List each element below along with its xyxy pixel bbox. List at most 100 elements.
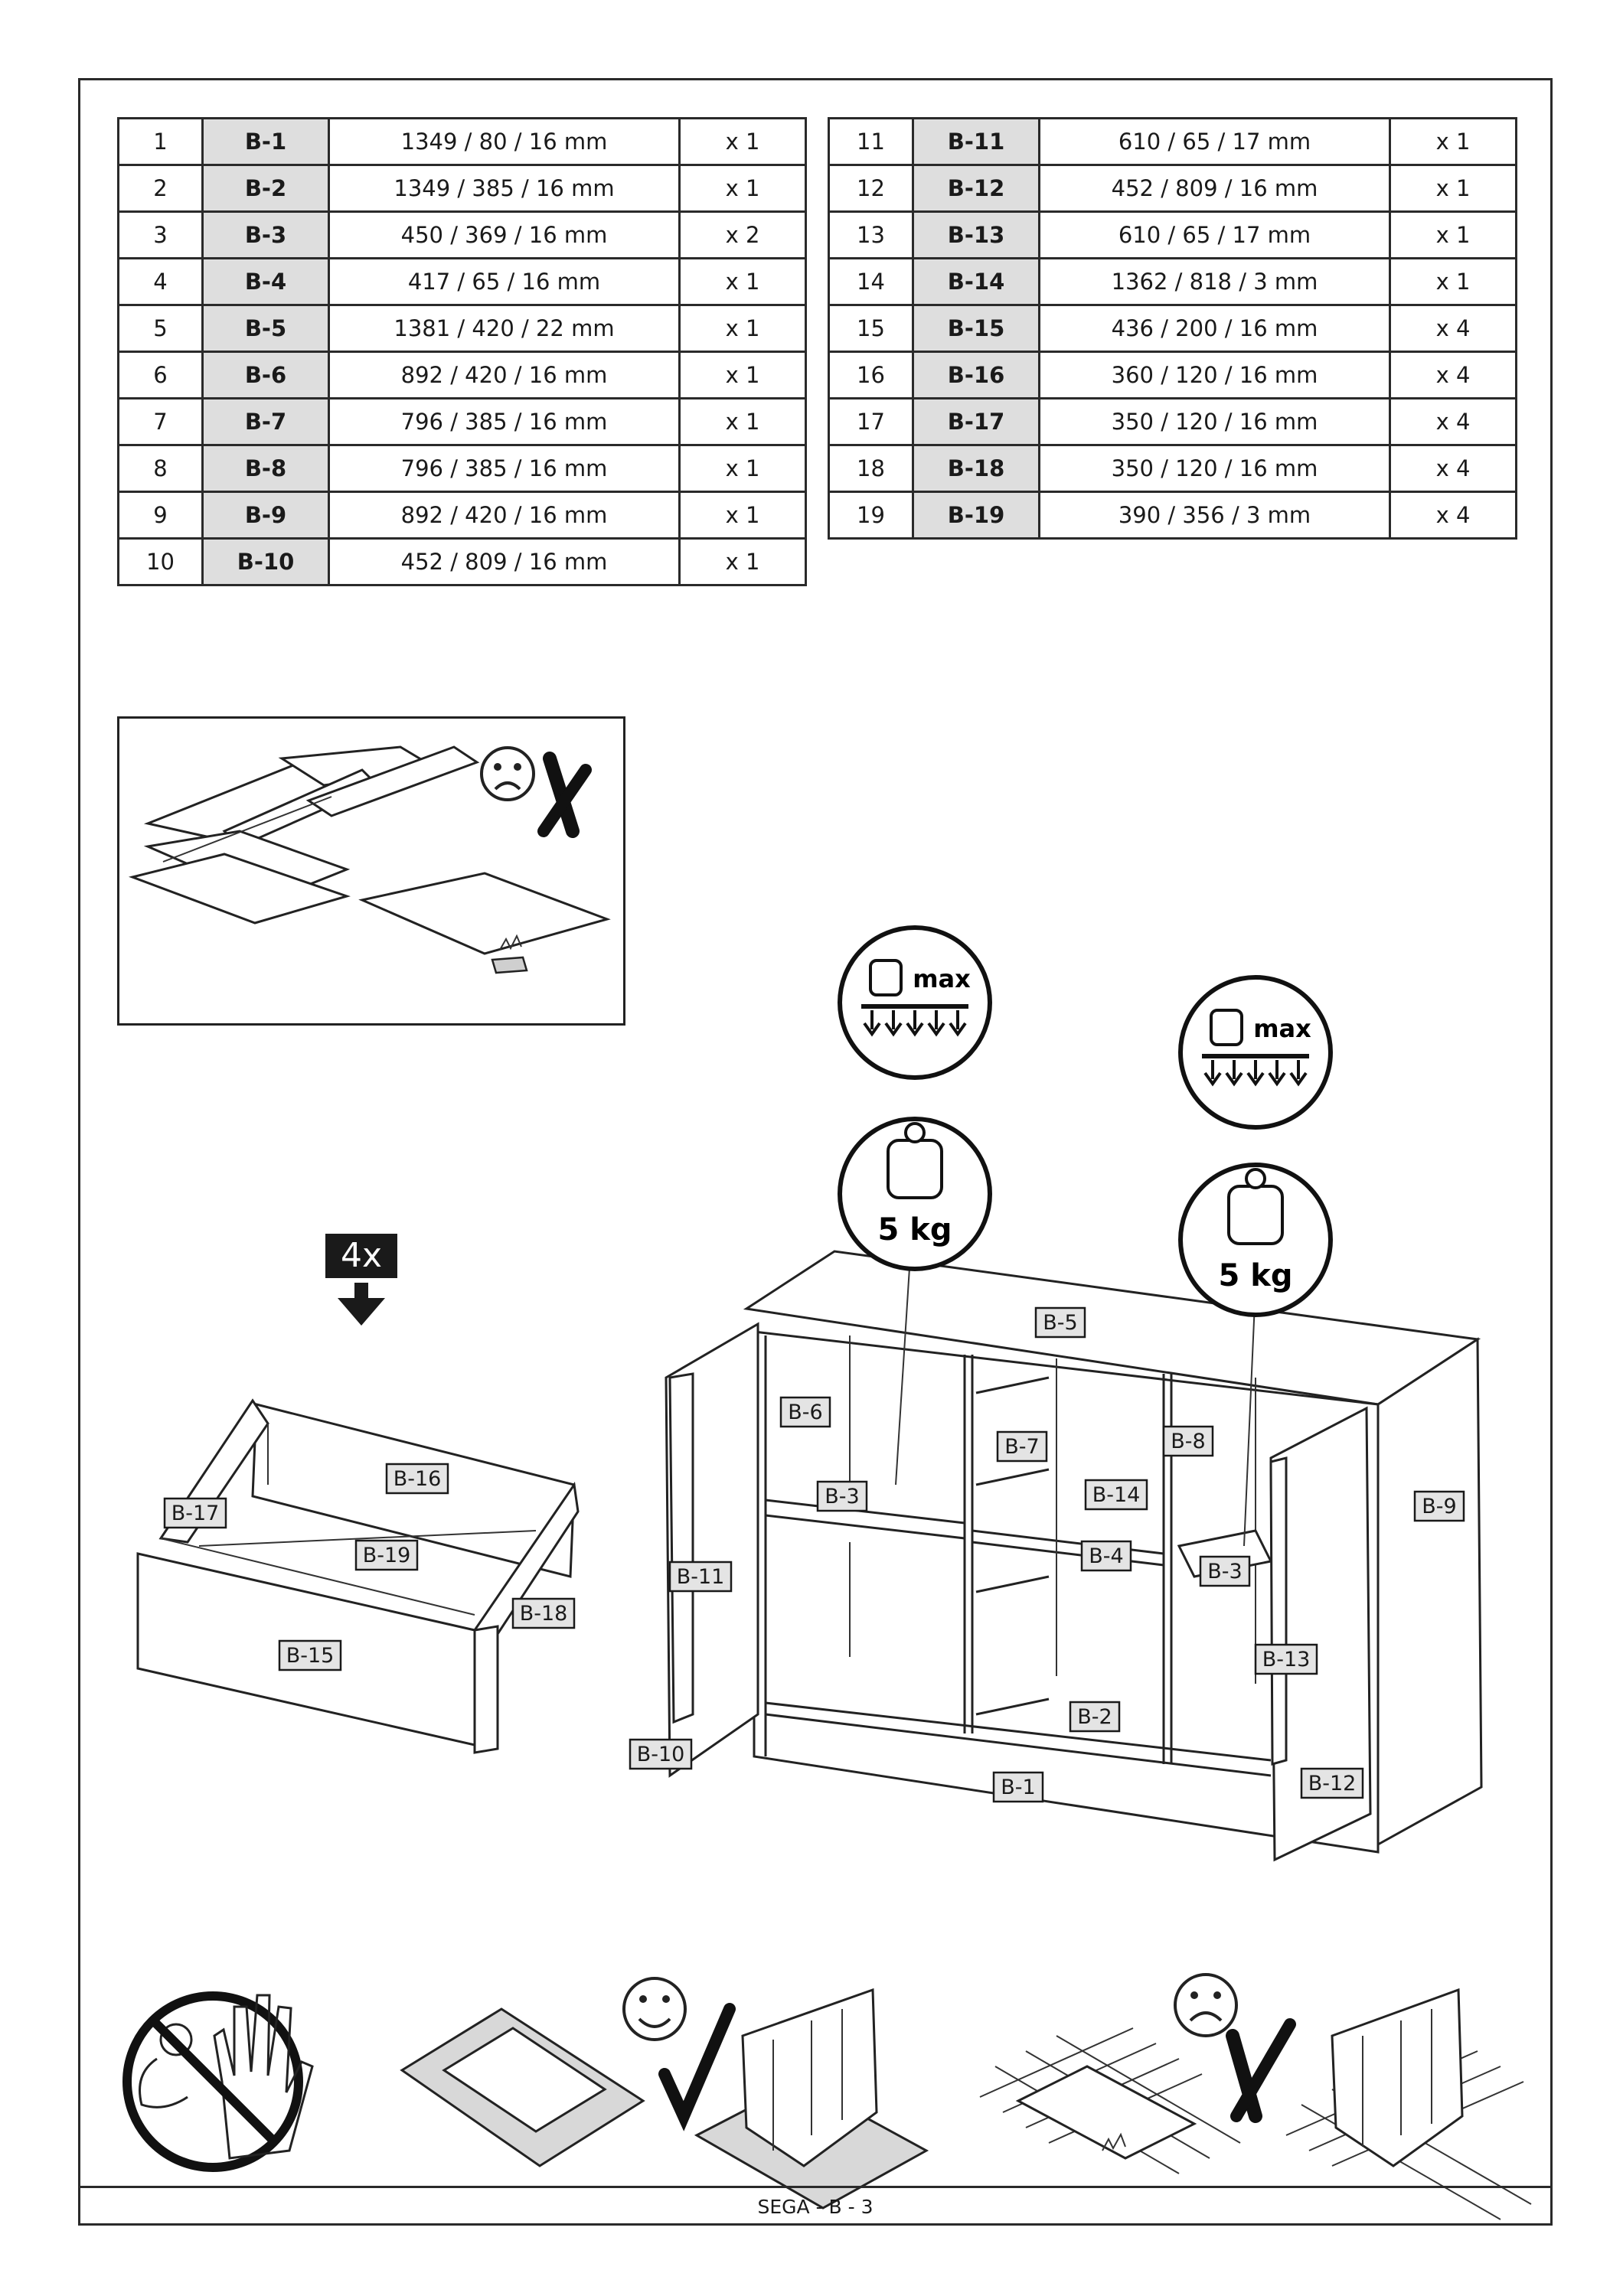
part-label-b-2: B-2 xyxy=(1069,1701,1121,1733)
part-label-b-4: B-4 xyxy=(1080,1540,1132,1572)
part-code: B-1 xyxy=(201,117,330,166)
part-label-b-9: B-9 xyxy=(1413,1490,1465,1522)
part-label-b-3: B-3 xyxy=(1199,1555,1251,1587)
part-dimensions: 390 / 356 / 3 mm xyxy=(1038,491,1391,540)
part-number: 3 xyxy=(117,210,204,259)
part-label-b-17: B-17 xyxy=(163,1497,227,1529)
part-code: B-2 xyxy=(201,164,330,213)
weight-limit-icon: 5 kg xyxy=(1178,1163,1333,1317)
svg-text:5 kg: 5 kg xyxy=(878,1212,952,1247)
weight-limit-icon: 5 kg xyxy=(838,1117,992,1271)
part-label-b-16: B-16 xyxy=(385,1463,449,1495)
svg-text:B-7: B-7 xyxy=(1004,1435,1039,1459)
left-door xyxy=(665,1322,759,1778)
part-code: B-13 xyxy=(912,210,1040,259)
svg-text:B-19: B-19 xyxy=(363,1544,411,1567)
part-number: 19 xyxy=(828,491,914,540)
part-code: B-16 xyxy=(912,351,1040,400)
svg-text:B-17: B-17 xyxy=(171,1502,220,1525)
down-arrow-icon xyxy=(338,1283,385,1326)
soft-surface-correct-illustration xyxy=(400,1988,929,2210)
svg-text:B-14: B-14 xyxy=(1092,1483,1141,1507)
part-quantity: x 4 xyxy=(1389,351,1517,400)
part-label-b-7: B-7 xyxy=(996,1430,1048,1463)
part-number: 13 xyxy=(828,210,914,259)
footer-divider xyxy=(78,2186,1553,2188)
part-quantity: x 1 xyxy=(678,117,807,166)
svg-text:B-10: B-10 xyxy=(637,1743,685,1766)
part-number: 2 xyxy=(117,164,204,213)
page-footer: SEGA - B - 3 xyxy=(757,2196,874,2218)
max-load-icon: max xyxy=(1178,975,1333,1130)
part-label-b-12: B-12 xyxy=(1300,1767,1364,1799)
quantity-badge: 4x xyxy=(325,1234,397,1278)
svg-text:B-5: B-5 xyxy=(1043,1311,1077,1335)
svg-text:B-18: B-18 xyxy=(520,1602,568,1626)
part-number: 8 xyxy=(117,444,204,493)
part-dimensions: 796 / 385 / 16 mm xyxy=(328,444,681,493)
svg-text:B-11: B-11 xyxy=(677,1565,725,1589)
part-dimensions: 452 / 809 / 16 mm xyxy=(1038,164,1391,213)
part-number: 17 xyxy=(828,397,914,446)
part-code: B-12 xyxy=(912,164,1040,213)
part-dimensions: 610 / 65 / 17 mm xyxy=(1038,210,1391,259)
part-dimensions: 417 / 65 / 16 mm xyxy=(328,257,681,306)
part-quantity: x 1 xyxy=(678,444,807,493)
max-load-icon: max xyxy=(838,925,992,1080)
part-dimensions: 452 / 809 / 16 mm xyxy=(328,537,681,586)
part-dimensions: 350 / 120 / 16 mm xyxy=(1038,444,1391,493)
part-quantity: x 1 xyxy=(678,257,807,306)
svg-text:B-3: B-3 xyxy=(1207,1560,1242,1583)
part-quantity: x 4 xyxy=(1389,397,1517,446)
svg-text:B-9: B-9 xyxy=(1422,1495,1456,1518)
part-label-b-10: B-10 xyxy=(629,1738,693,1770)
part-code: B-14 xyxy=(912,257,1040,306)
part-number: 6 xyxy=(117,351,204,400)
part-quantity: x 4 xyxy=(1389,444,1517,493)
right-door xyxy=(1269,1406,1372,1862)
svg-text:5 kg: 5 kg xyxy=(1219,1258,1293,1293)
svg-text:B-4: B-4 xyxy=(1089,1544,1123,1568)
part-label-b-14: B-14 xyxy=(1084,1479,1148,1511)
part-number: 1 xyxy=(117,117,204,166)
part-dimensions: 1362 / 818 / 3 mm xyxy=(1038,257,1391,306)
part-quantity: x 2 xyxy=(678,210,807,259)
sad-face-icon xyxy=(1174,1973,1238,2037)
svg-text:max: max xyxy=(913,964,971,993)
part-quantity: x 4 xyxy=(1389,491,1517,540)
part-number: 12 xyxy=(828,164,914,213)
part-quantity: x 1 xyxy=(678,304,807,353)
part-dimensions: 892 / 420 / 16 mm xyxy=(328,351,681,400)
part-quantity: x 1 xyxy=(1389,257,1517,306)
part-label-b-11: B-11 xyxy=(668,1561,733,1593)
part-number: 9 xyxy=(117,491,204,540)
part-dimensions: 350 / 120 / 16 mm xyxy=(1038,397,1391,446)
part-code: B-9 xyxy=(201,491,330,540)
part-label-b-5: B-5 xyxy=(1034,1306,1086,1339)
svg-text:B-3: B-3 xyxy=(825,1485,859,1508)
part-number: 4 xyxy=(117,257,204,306)
load-icons xyxy=(895,1243,1256,1547)
part-code: B-5 xyxy=(201,304,330,353)
part-quantity: x 1 xyxy=(1389,164,1517,213)
part-dimensions: 1349 / 385 / 16 mm xyxy=(328,164,681,213)
part-dimensions: 1349 / 80 / 16 mm xyxy=(328,117,681,166)
